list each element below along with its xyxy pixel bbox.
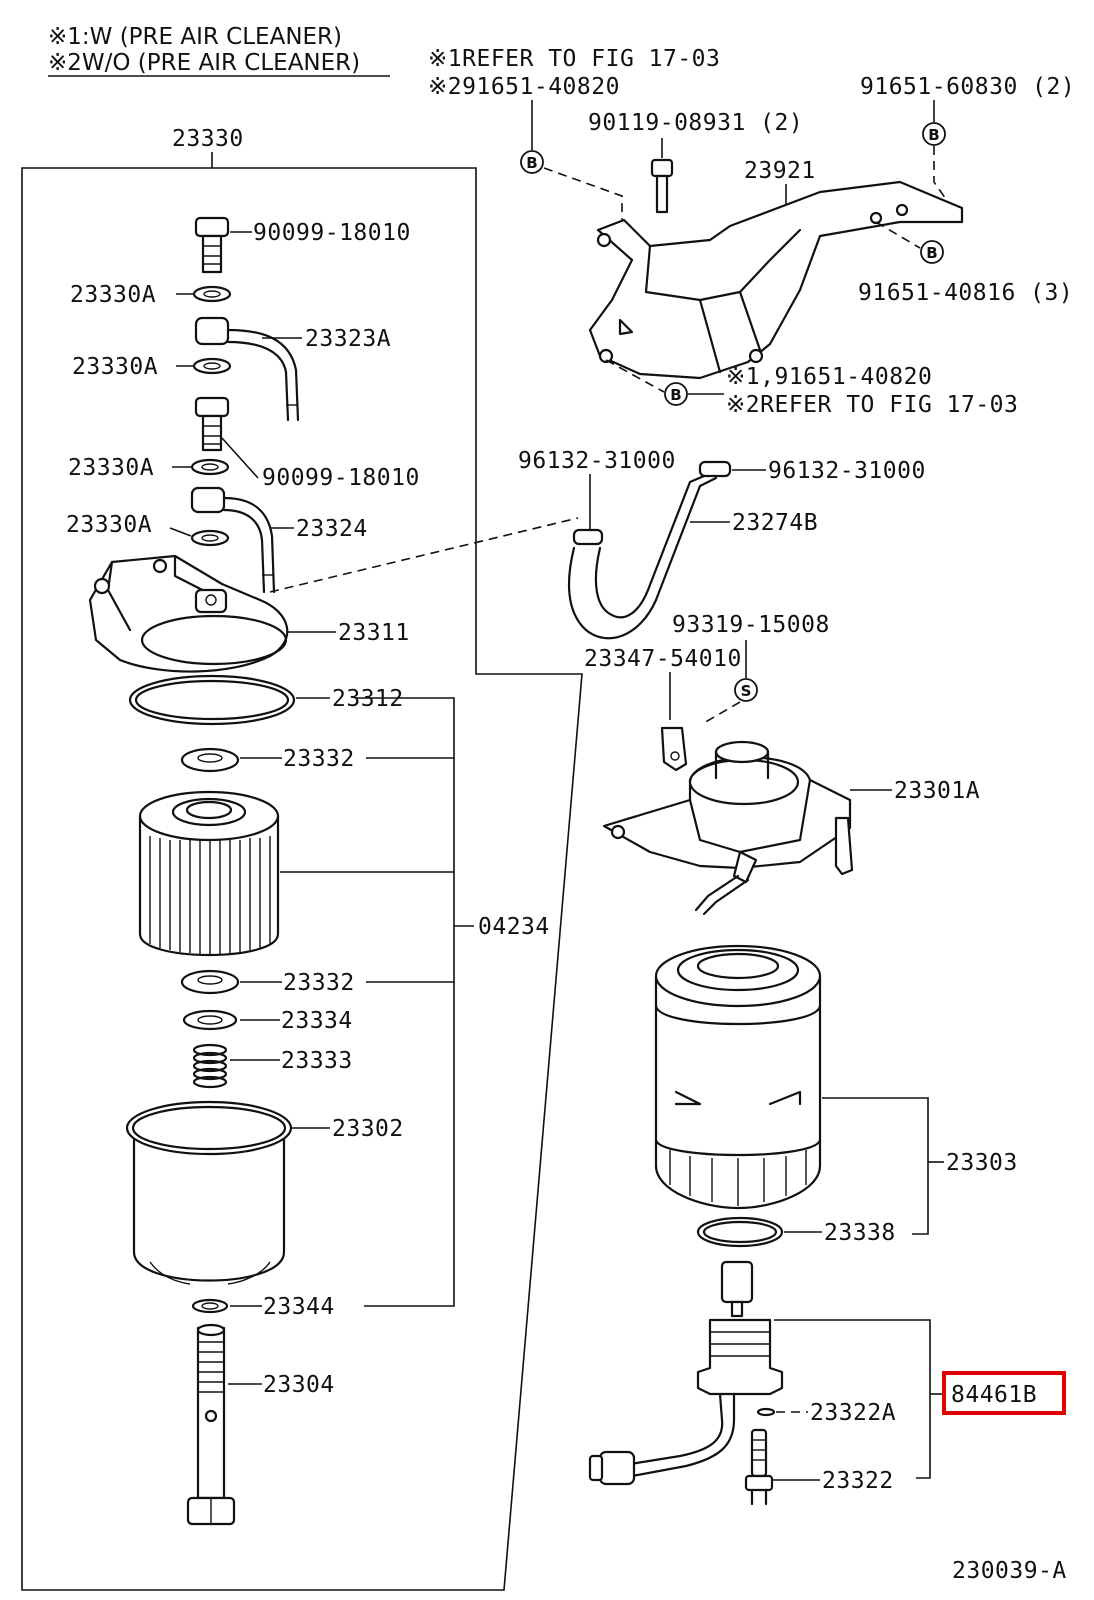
- bracket-23921: [588, 180, 964, 380]
- label-23330A-3: 23330A: [68, 455, 154, 481]
- svg-text:B: B: [928, 126, 939, 144]
- water-level-sensor: [588, 1260, 784, 1486]
- union-pipe-23324: [190, 486, 276, 594]
- gasket-23330A-4: [190, 529, 230, 547]
- hose-clamp-a: [572, 528, 604, 546]
- header-line-2: ※2W/O (PRE AIR CLEANER): [48, 50, 360, 76]
- svg-text:B: B: [526, 154, 537, 172]
- o-ring-23322A: [756, 1407, 776, 1417]
- figure-id: 230039-A: [952, 1558, 1067, 1584]
- label-23334: 23334: [281, 1008, 353, 1034]
- o-ring-23338: [696, 1216, 784, 1248]
- label-23330A-4: 23330A: [66, 512, 152, 538]
- label-93319-15008: 93319-15008: [672, 612, 830, 638]
- hose-23274B: [567, 474, 718, 640]
- spring-23333: [192, 1043, 228, 1089]
- leader-90099-b: [221, 437, 259, 479]
- label-23330A-2: 23330A: [72, 354, 158, 380]
- label-96132-31000-a: 96132-31000: [518, 448, 676, 474]
- label-23347-54010: 23347-54010: [584, 646, 742, 672]
- label-90119-08931: 90119-08931 (2): [588, 110, 803, 136]
- fuel-filter-23303: [654, 944, 822, 1210]
- leader-23330A-4: [169, 527, 192, 537]
- highlight-box-84461B: [942, 1371, 1066, 1415]
- label-23332-a: 23332: [283, 746, 355, 772]
- label-23301A: 23301A: [894, 778, 980, 804]
- gasket-23330A-3: [190, 458, 230, 476]
- clip-23347-54010: [660, 726, 688, 772]
- svg-text:B: B: [926, 244, 937, 262]
- gasket-23330A-1: [192, 285, 232, 303]
- label-84461B: 84461B: [951, 1382, 1037, 1408]
- callout-b-4: B: [664, 382, 688, 406]
- callout-s: S: [734, 678, 758, 702]
- label-23330: 23330: [172, 126, 244, 152]
- bolt-90099-18010-a: [194, 216, 230, 274]
- label-91651-60830: 91651-60830 (2): [860, 74, 1075, 100]
- bracket-84461B: [774, 1319, 931, 1479]
- drain-plug-23322: [744, 1428, 774, 1506]
- label-23921: 23921: [744, 158, 816, 184]
- filter-element: [138, 790, 280, 957]
- label-23332-b: 23332: [283, 970, 355, 996]
- label-23323A: 23323A: [305, 326, 391, 352]
- assembly-box-23330: [21, 167, 583, 1591]
- label-23324: 23324: [296, 516, 368, 542]
- label-23338: 23338: [824, 1220, 896, 1246]
- label-23302: 23302: [332, 1116, 404, 1142]
- center-bolt-23304: [186, 1323, 236, 1526]
- callout-b-1: B: [520, 150, 544, 174]
- washer-23332-a: [180, 747, 240, 773]
- svg-text:B: B: [670, 386, 681, 404]
- note-bottom-line-1: ※1,91651-40820: [726, 364, 932, 390]
- label-91651-40816: 91651-40816 (3): [858, 280, 1073, 306]
- label-23304: 23304: [263, 1372, 335, 1398]
- header-line-1: ※1:W (PRE AIR CLEANER): [48, 24, 342, 50]
- note-top-line-2: ※291651-40820: [428, 74, 620, 100]
- washer-23332-b: [180, 969, 240, 995]
- o-ring-23312: [128, 674, 296, 726]
- priming-pump-23301A: [602, 740, 854, 916]
- label-96132-31000-b: 96132-31000: [768, 458, 926, 484]
- label-90099-18010-b: 90099-18010: [262, 465, 420, 491]
- note-bottom-line-2: ※2REFER TO FIG 17-03: [726, 392, 1018, 418]
- bolt-90119-08931: [650, 158, 674, 214]
- bracket-04234: [356, 697, 455, 1307]
- gasket-23344: [191, 1298, 229, 1314]
- label-23344: 23344: [263, 1294, 335, 1320]
- label-23322A: 23322A: [810, 1400, 896, 1426]
- label-90099-18010-a: 90099-18010: [253, 220, 411, 246]
- union-pipe-23323A: [194, 316, 300, 422]
- svg-text:S: S: [741, 682, 752, 700]
- callout-b-3: B: [920, 240, 944, 264]
- label-23274B: 23274B: [732, 510, 818, 536]
- label-23322: 23322: [822, 1468, 894, 1494]
- washer-23334: [182, 1009, 238, 1031]
- bracket-23303: [822, 1097, 929, 1235]
- filter-head-23311: [88, 554, 289, 673]
- label-23330A-1: 23330A: [70, 282, 156, 308]
- label-04234: 04234: [478, 914, 550, 940]
- hose-clamp-b: [698, 460, 732, 478]
- callout-b-2: B: [922, 122, 946, 146]
- gasket-23330A-2: [192, 357, 232, 375]
- label-23311: 23311: [338, 620, 410, 646]
- connection-dashline: [269, 517, 579, 593]
- label-23312: 23312: [332, 686, 404, 712]
- note-top-line-1: ※1REFER TO FIG 17-03: [428, 46, 720, 72]
- filter-bowl-23302: [125, 1100, 293, 1285]
- bolt-90099-18010-b: [194, 396, 230, 452]
- label-23303: 23303: [946, 1150, 1018, 1176]
- label-23333: 23333: [281, 1048, 353, 1074]
